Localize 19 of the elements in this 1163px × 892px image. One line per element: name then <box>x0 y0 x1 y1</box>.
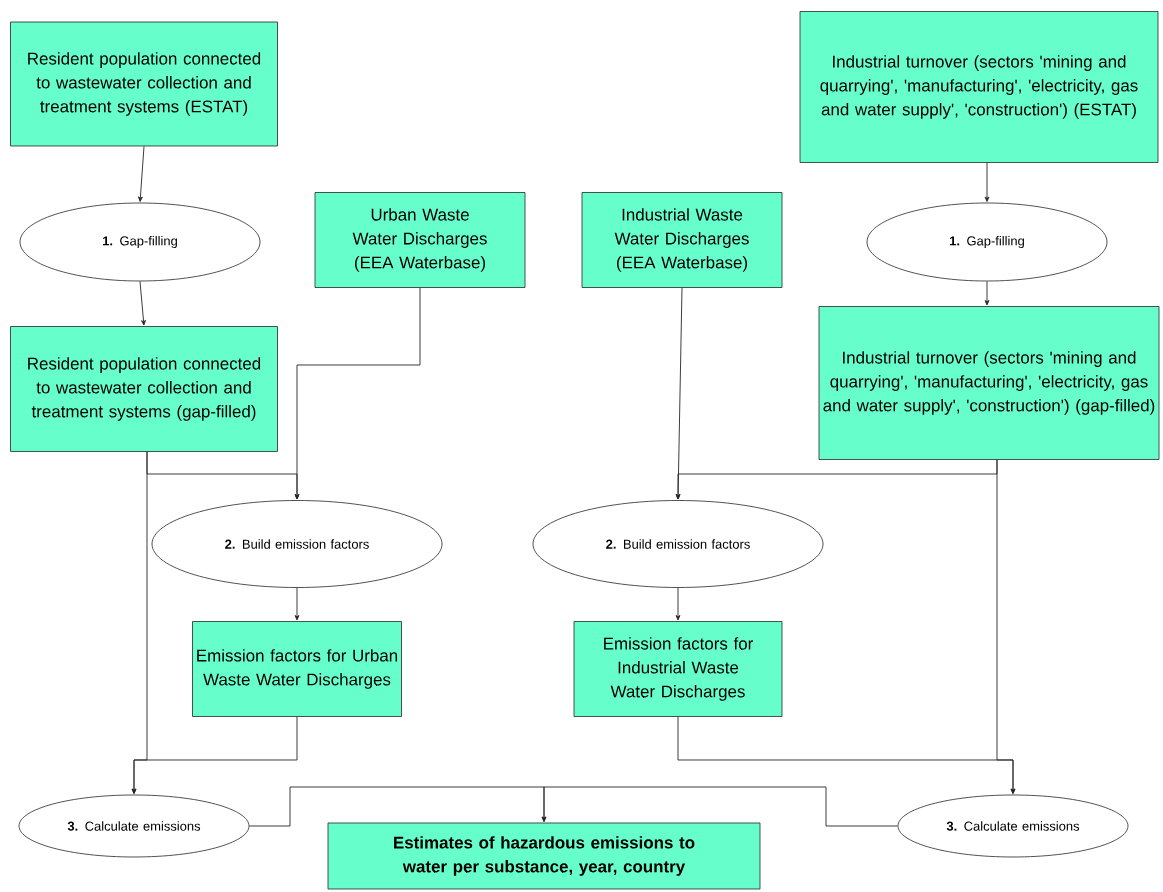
data-box: Resident population connected to wastewater collection and treatment systems (gap-filled) <box>10 326 278 452</box>
data-box: Resident population connected to wastewater collection and treatment systems (ESTAT) <box>10 21 278 147</box>
data-box: Industrial turnover (sectors 'mining and quarrying', 'manufacturing', 'electricity, gas and water supply', 'construction') (gap-filled) <box>818 306 1160 460</box>
arrow <box>131 716 298 794</box>
data-box: Emission factors for Industrial Waste Water Discharges <box>573 621 783 717</box>
data-box: Emission factors for Urban Waste Water Discharges <box>192 621 402 717</box>
arrow <box>541 786 899 827</box>
arrow <box>984 162 990 202</box>
arrow <box>294 587 300 621</box>
arrow <box>138 145 145 202</box>
data-box: Industrial turnover (sectors 'mining and quarrying', 'manufacturing', 'electricity, gas and water supply', 'construction') (ESTAT) <box>799 11 1159 163</box>
arrow <box>984 280 990 306</box>
data-box: Urban Waste Water Discharges (EEA Waterbase) <box>314 192 526 288</box>
arrow <box>139 280 146 326</box>
arrow <box>677 716 1016 794</box>
data-box: Estimates of hazardous emissions to water per substance, year, country <box>327 822 761 890</box>
arrow <box>294 287 421 500</box>
arrow <box>675 587 681 621</box>
data-box: Industrial Waste Water Discharges (EEA Waterbase) <box>581 192 783 288</box>
